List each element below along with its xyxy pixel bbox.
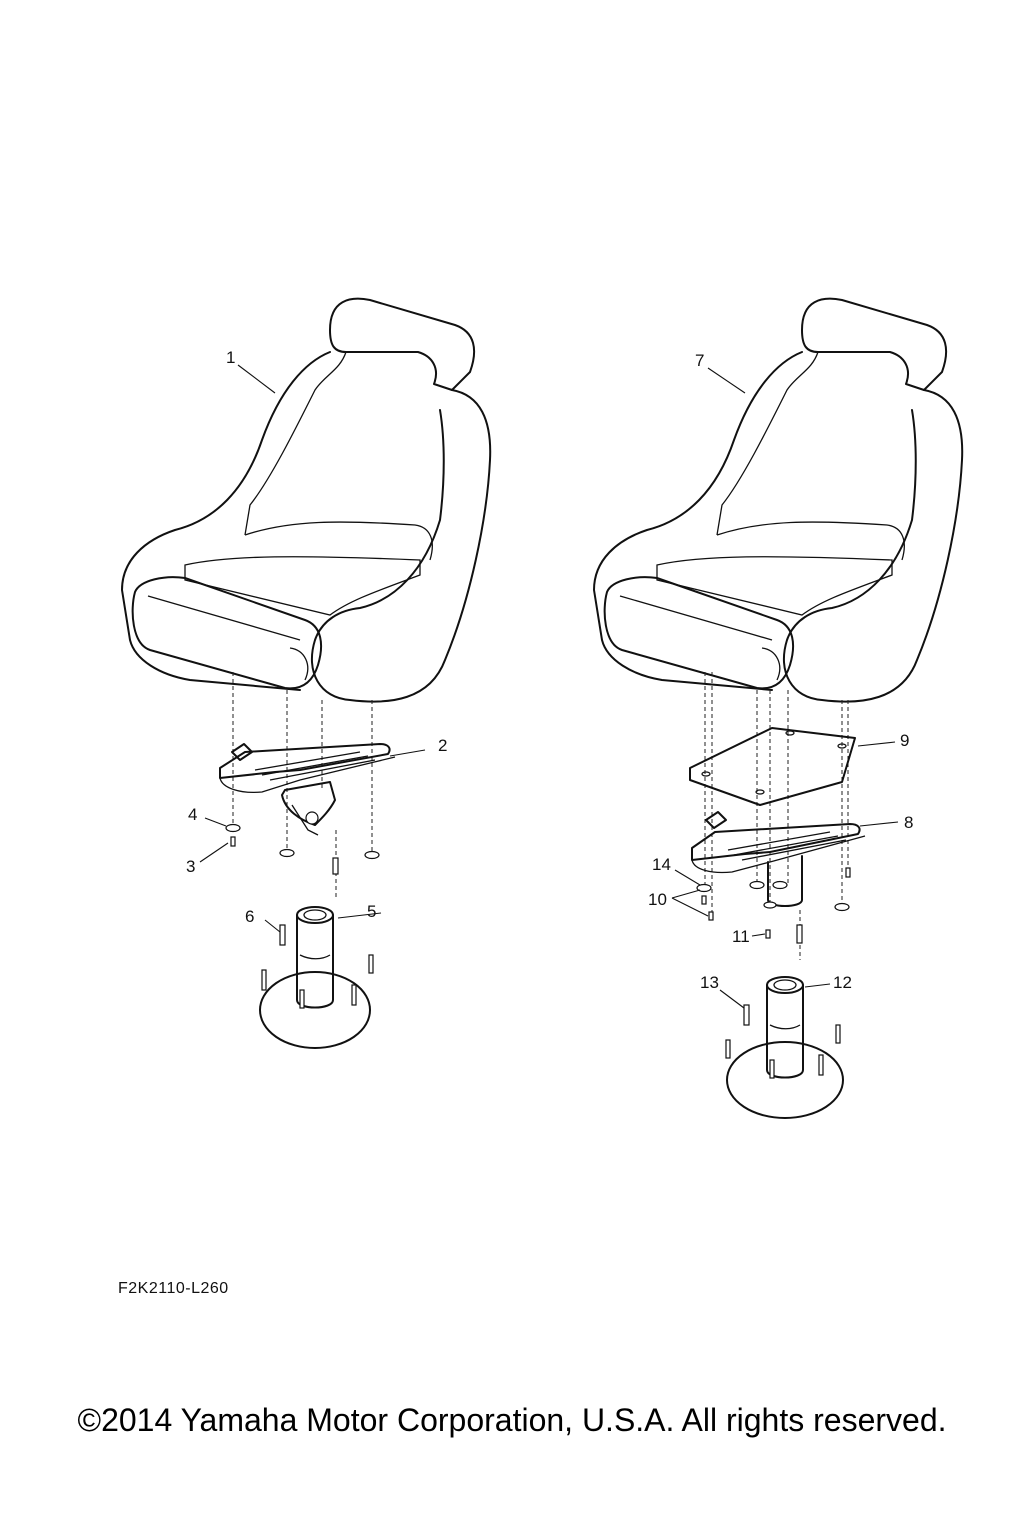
washer-14 bbox=[696, 883, 712, 893]
callout-14: 14 bbox=[652, 855, 671, 874]
callout-2: 2 bbox=[438, 736, 447, 755]
callout-9: 9 bbox=[900, 731, 909, 750]
bolt-10 bbox=[708, 911, 714, 921]
callout-4: 4 bbox=[188, 805, 197, 824]
hardware-left bbox=[225, 823, 380, 875]
swivel-mount-plate bbox=[219, 743, 396, 836]
spacer-plate bbox=[689, 727, 856, 806]
callout-5: 5 bbox=[367, 902, 376, 921]
callout-12: 12 bbox=[833, 973, 852, 992]
bolt-3 bbox=[230, 836, 236, 847]
callout-1: 1 bbox=[226, 348, 235, 367]
callout-7: 7 bbox=[695, 351, 704, 370]
hardware-right bbox=[696, 867, 851, 944]
bolt-6 bbox=[279, 924, 286, 946]
seat-assembly-left bbox=[121, 297, 492, 703]
drawing-code: F2K2110-L260 bbox=[118, 1280, 229, 1297]
callout-13: 13 bbox=[700, 973, 719, 992]
assembly-guide-lines-right bbox=[704, 672, 849, 960]
pedestal-left bbox=[259, 906, 374, 1049]
bolt-11 bbox=[765, 929, 771, 939]
washer-4 bbox=[225, 823, 241, 833]
copyright-notice: ©2014 Yamaha Motor Corporation, U.S.A. A… bbox=[77, 1402, 947, 1438]
callout-10: 10 bbox=[648, 890, 667, 909]
callout-11: 11 bbox=[732, 927, 750, 946]
seat-assembly-right bbox=[593, 297, 964, 703]
bolt-13 bbox=[743, 1004, 750, 1026]
callout-labels: 1 2 3 4 5 6 7 8 9 10 11 12 13 14 bbox=[186, 348, 913, 992]
mount-plate bbox=[691, 811, 866, 907]
callout-3: 3 bbox=[186, 857, 195, 876]
pedestal-right bbox=[725, 976, 844, 1119]
callout-6: 6 bbox=[245, 907, 254, 926]
callout-8: 8 bbox=[904, 813, 913, 832]
leader-lines bbox=[199, 364, 899, 1009]
